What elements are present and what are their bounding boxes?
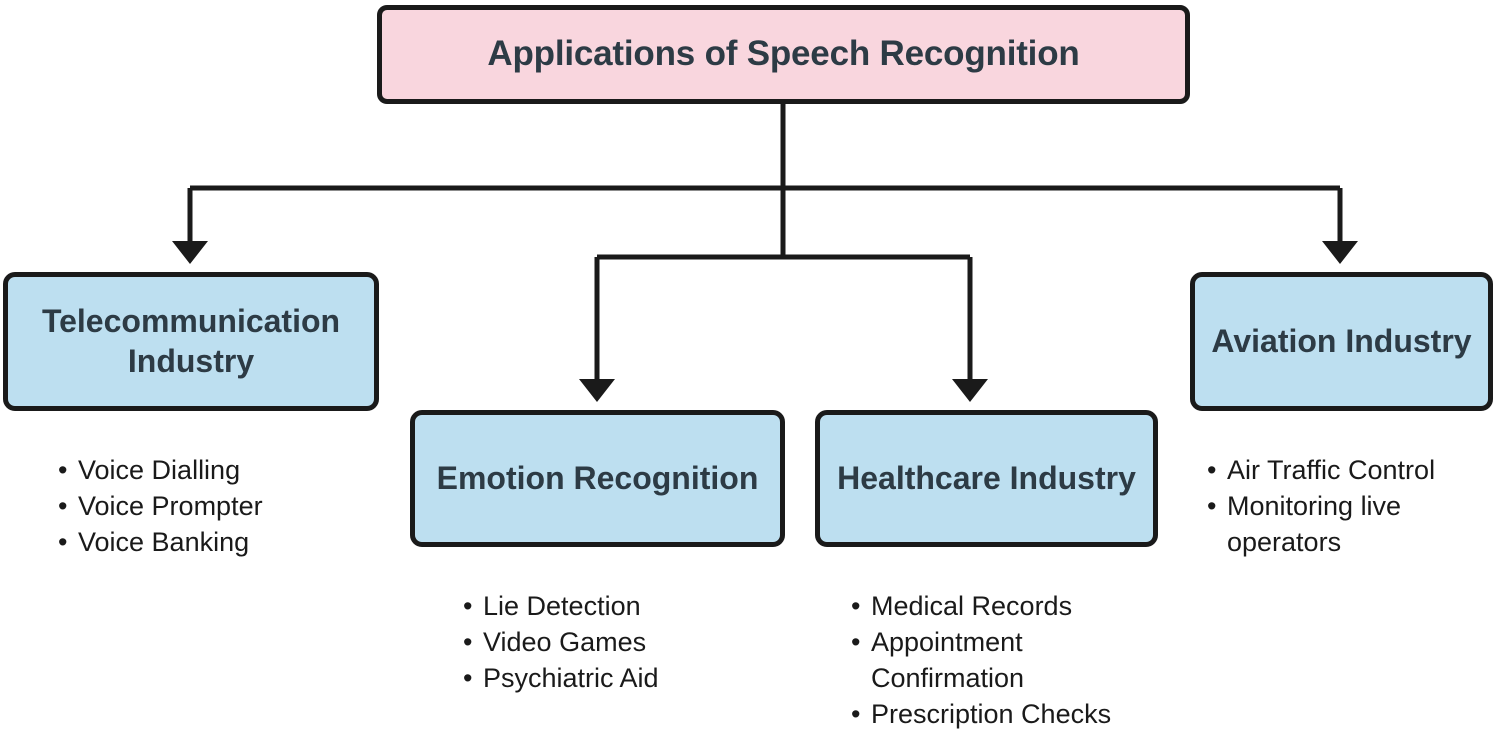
branch-node-telecommunication[interactable]: Telecommunication Industry [3, 272, 379, 411]
branch-node-aviation[interactable]: Aviation Industry [1190, 272, 1493, 411]
branch-node-label-telecommunication: Telecommunication Industry [41, 303, 341, 379]
root-node-applications[interactable]: Applications of Speech Recognition [377, 5, 1190, 104]
branch-node-healthcare[interactable]: Healthcare Industry [815, 410, 1158, 547]
bullet-list-emotion: Lie Detection Video Games Psychiatric Ai… [463, 588, 793, 696]
list-item: Monitoring live operators [1207, 488, 1497, 560]
list-item: Voice Dialling [58, 452, 388, 488]
bullet-list-aviation: Air Traffic Control Monitoring live oper… [1207, 452, 1497, 560]
branch-node-label-healthcare: Healthcare Industry [837, 459, 1136, 496]
list-item: Voice Prompter [58, 488, 388, 524]
branch-node-emotion[interactable]: Emotion Recognition [410, 410, 785, 547]
branch-node-label-aviation: Aviation Industry [1211, 322, 1472, 359]
list-item: Medical Records [851, 588, 1161, 624]
list-item: Prescription Checks [851, 696, 1161, 730]
list-item: Air Traffic Control [1207, 452, 1497, 488]
list-item: Video Games [463, 624, 793, 660]
branch-node-label-emotion: Emotion Recognition [436, 459, 759, 496]
bullet-list-healthcare: Medical Records Appointment Confirmation… [851, 588, 1161, 730]
list-item: Lie Detection [463, 588, 793, 624]
root-node-label: Applications of Speech Recognition [487, 34, 1080, 74]
bullet-list-telecommunication: Voice Dialling Voice Prompter Voice Bank… [58, 452, 388, 560]
list-item: Appointment Confirmation [851, 624, 1161, 696]
list-item: Psychiatric Aid [463, 660, 793, 696]
list-item: Voice Banking [58, 524, 388, 560]
